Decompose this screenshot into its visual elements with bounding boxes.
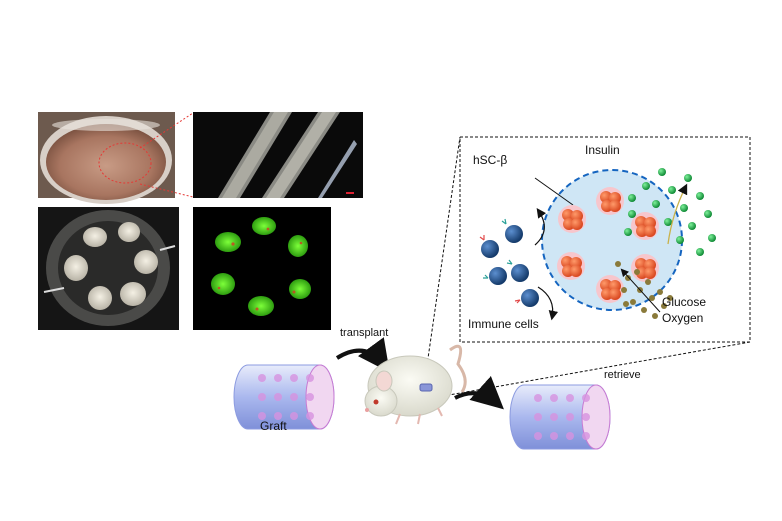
immune-blocked-arrow-bottom — [537, 286, 559, 321]
immune-cell — [506, 259, 529, 282]
retrieve-arrow — [454, 376, 504, 410]
nutrient-molecules — [615, 261, 673, 319]
graft-label: Graft — [260, 419, 287, 433]
immune-cell — [479, 235, 499, 258]
insulin-molecules — [624, 168, 716, 256]
fiber-microscopy-photo — [193, 112, 363, 198]
insulin-label: Insulin — [585, 143, 620, 157]
beta-cluster — [557, 252, 585, 280]
inset-connector-bottom — [431, 341, 751, 399]
petri-dish-photo — [38, 112, 175, 204]
mouse-illustration — [364, 344, 467, 425]
fluorescence-photo — [193, 207, 331, 330]
cell-pointer-line — [534, 177, 574, 206]
immune-cell — [501, 218, 523, 243]
nutrient-influx-arrow — [620, 268, 661, 313]
insulin-release-arrow — [667, 183, 688, 245]
glucose-label: Glucose — [662, 295, 706, 309]
device-grayscale-photo — [38, 207, 179, 330]
beta-cluster — [596, 187, 624, 215]
retrieved-capsule — [509, 384, 611, 450]
immune-cells-label: Immune cells — [468, 317, 539, 331]
retrieve-label: retrieve — [604, 369, 641, 381]
transplant-label: transplant — [340, 327, 388, 339]
graft-capsule — [233, 364, 335, 430]
beta-cluster — [631, 254, 659, 282]
inset-connector-top — [423, 136, 461, 387]
immune-cells — [479, 218, 539, 307]
beta-cluster — [558, 205, 586, 233]
beta-cell-clusters — [557, 187, 659, 303]
beta-cluster — [596, 275, 624, 303]
immune-cell — [483, 267, 507, 285]
transplant-arrow — [335, 337, 390, 373]
oxygen-label: Oxygen — [662, 311, 703, 325]
immune-blocked-arrow-top — [534, 208, 547, 246]
cell-type-label: hSC-β — [473, 153, 507, 167]
implant-site — [419, 383, 433, 392]
immune-cell — [514, 289, 539, 307]
beta-cluster — [631, 212, 659, 240]
